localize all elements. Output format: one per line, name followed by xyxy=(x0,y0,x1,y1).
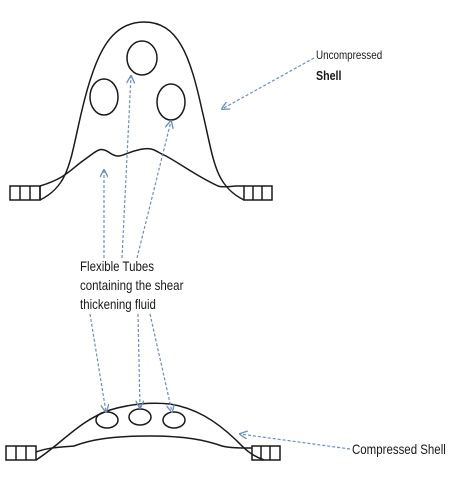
compressed-shell xyxy=(5,402,281,461)
compressed-tube-right xyxy=(162,411,186,429)
uncompressed-shell-label-line1: Uncompressed xyxy=(316,48,383,62)
uncompressed-shell-label-line2: Shell xyxy=(316,68,342,83)
arrow-compressed-tube-center xyxy=(138,313,140,408)
arrow-tube-top xyxy=(121,76,131,259)
tube-top xyxy=(126,40,158,76)
arrow-compressed-tube-right xyxy=(149,313,172,412)
compressed-tube-center xyxy=(128,408,152,426)
arrow-compressed-shell xyxy=(240,434,351,450)
flexible-tubes-label-line3: thickening fluid xyxy=(80,296,156,312)
pointer-arrows xyxy=(89,57,351,450)
compressed-tube-left xyxy=(95,411,119,429)
compressed-shell-outer-arch xyxy=(35,402,265,461)
compressed-right-foot xyxy=(251,445,281,461)
flexible-tubes-label-line2: containing the shear xyxy=(80,277,184,293)
arrow-uncompressed-shell xyxy=(222,57,315,109)
compressed-left-foot xyxy=(5,445,37,461)
tube-left xyxy=(89,78,119,116)
flexible-tubes-label-line1: Flexible Tubes xyxy=(80,258,155,274)
arrow-compressed-tube-left xyxy=(89,313,106,412)
arrow-tube-right xyxy=(136,121,171,259)
uncompressed-right-foot xyxy=(243,185,273,201)
uncompressed-shell-outer-arch xyxy=(39,21,245,201)
uncompressed-left-foot xyxy=(9,185,41,201)
compressed-shell-label: Compressed Shell xyxy=(352,441,446,457)
uncompressed-shell-inner-arch xyxy=(39,147,237,188)
compressed-shell-inner-arch xyxy=(35,435,253,453)
tube-right xyxy=(156,83,186,121)
uncompressed-shell xyxy=(9,21,273,201)
